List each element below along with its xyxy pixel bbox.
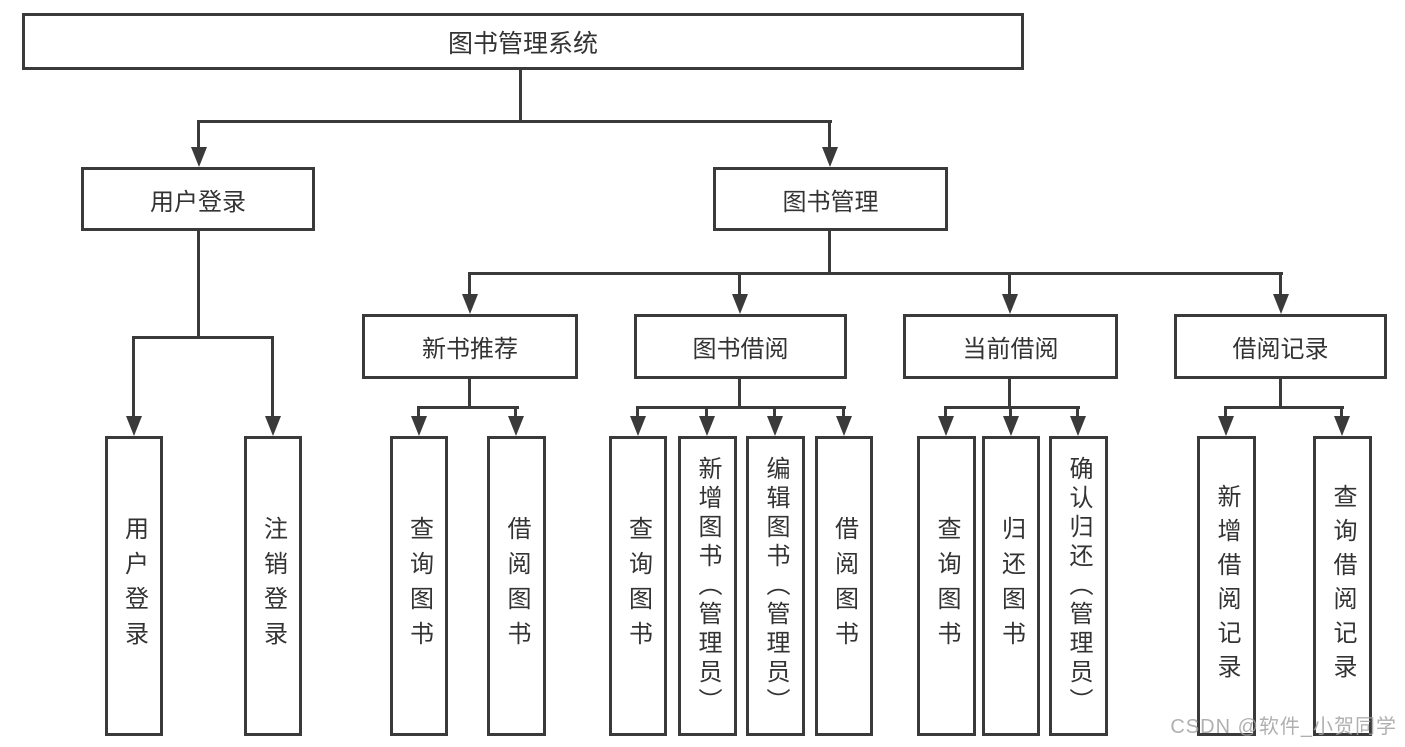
connector-line-v	[842, 406, 845, 418]
connector-line-h	[637, 406, 846, 409]
connector-line-v	[417, 406, 420, 418]
csdn-watermark: CSDN @软件_小贺同学	[1170, 716, 1397, 738]
connector-line-v	[705, 406, 708, 418]
leaf-query-borrow-record: 查询借阅记录	[1313, 436, 1372, 736]
connector-line-h	[469, 272, 1283, 275]
connector-line-v	[197, 120, 200, 148]
leaf-query-books-current: 查询图书	[917, 436, 976, 736]
arrowhead-down-icon	[411, 416, 427, 436]
connector-line-v	[1340, 406, 1343, 418]
connector-line-v	[519, 70, 522, 120]
leaf-return-books: 归还图书	[982, 436, 1040, 736]
arrowhead-down-icon	[1070, 416, 1086, 436]
arrowhead-down-icon	[1334, 416, 1350, 436]
connector-line-v	[514, 406, 517, 418]
connector-line-v	[468, 272, 471, 296]
arrowhead-down-icon	[938, 416, 954, 436]
node-book-borrow: 图书借阅	[634, 314, 847, 379]
connector-line-v	[1279, 379, 1282, 406]
arrowhead-down-icon	[1003, 416, 1019, 436]
node-new-book-recommend: 新书推荐	[362, 314, 578, 379]
leaf-query-books-recommend: 查询图书	[390, 436, 448, 736]
arrowhead-down-icon	[822, 147, 838, 167]
arrowhead-down-icon	[836, 416, 852, 436]
connector-line-v	[738, 379, 741, 406]
node-borrow-records: 借阅记录	[1174, 314, 1387, 379]
connector-line-v	[1279, 272, 1282, 296]
connector-line-v	[944, 406, 947, 418]
arrowhead-down-icon	[462, 294, 478, 314]
arrowhead-down-icon	[630, 416, 646, 436]
node-current-borrow: 当前借阅	[903, 314, 1118, 379]
connector-line-h	[945, 406, 1080, 409]
node-root-system: 图书管理系统	[22, 13, 1024, 70]
leaf-edit-books-admin: 编辑图书（管理员）	[746, 436, 805, 736]
connector-line-v	[828, 120, 831, 148]
connector-line-v	[468, 379, 471, 406]
connector-line-v	[1224, 406, 1227, 418]
connector-line-v	[738, 272, 741, 296]
arrowhead-down-icon	[699, 416, 715, 436]
leaf-borrow-books-recommend: 借阅图书	[487, 436, 546, 736]
connector-line-v	[1076, 406, 1079, 418]
connector-line-h	[198, 120, 832, 123]
arrowhead-down-icon	[1273, 294, 1289, 314]
connector-line-v	[636, 406, 639, 418]
leaf-query-books-borrow: 查询图书	[609, 436, 667, 736]
arrowhead-down-icon	[1218, 416, 1234, 436]
connector-line-h	[132, 336, 274, 339]
connector-line-v	[197, 231, 200, 336]
leaf-confirm-return-admin: 确认归还（管理员）	[1049, 436, 1108, 736]
connector-line-v	[271, 336, 274, 418]
connector-line-v	[1008, 272, 1011, 296]
connector-line-v	[828, 231, 831, 272]
leaf-borrow-books: 借阅图书	[815, 436, 873, 736]
leaf-add-borrow-record: 新增借阅记录	[1197, 436, 1256, 736]
connector-line-v	[132, 336, 135, 418]
arrowhead-down-icon	[126, 416, 142, 436]
leaf-add-books-admin: 新增图书（管理员）	[678, 436, 737, 736]
arrowhead-down-icon	[732, 294, 748, 314]
arrowhead-down-icon	[265, 416, 281, 436]
connector-line-v	[773, 406, 776, 418]
connector-line-h	[1225, 406, 1344, 409]
arrowhead-down-icon	[191, 147, 207, 167]
connector-line-v	[1008, 379, 1011, 406]
node-book-management-branch: 图书管理	[713, 167, 948, 231]
node-user-login-branch: 用户登录	[81, 167, 315, 231]
leaf-logout: 注销登录	[244, 436, 302, 736]
arrowhead-down-icon	[1002, 294, 1018, 314]
connector-line-v	[1009, 406, 1012, 418]
arrowhead-down-icon	[767, 416, 783, 436]
leaf-user-login: 用户登录	[105, 436, 163, 736]
arrowhead-down-icon	[508, 416, 524, 436]
connector-line-h	[418, 406, 519, 409]
